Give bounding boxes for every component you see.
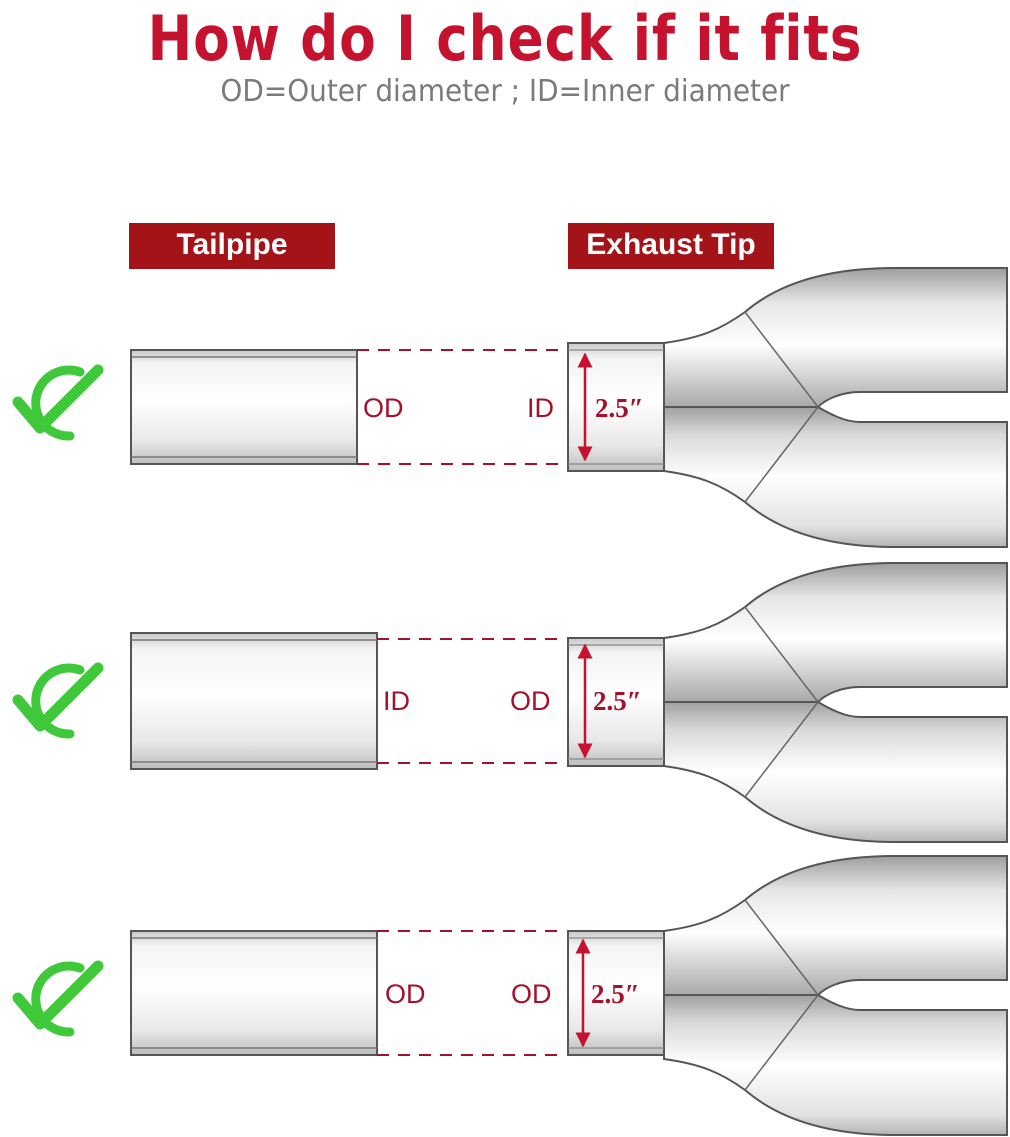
tailpipe-tag: Tailpipe	[129, 223, 335, 269]
check-icon	[12, 364, 104, 441]
diameter-measurement: 2.5″	[591, 979, 640, 1009]
tailpipe	[130, 349, 358, 465]
guide-lines	[377, 930, 566, 1056]
exhaust-tip	[567, 267, 1008, 548]
page-subtitle: OD=Outer diameter ; ID=Inner diameter	[220, 74, 790, 109]
row-1	[12, 267, 1008, 548]
tip-diameter-label: OD	[511, 979, 552, 1009]
tailpipe-diameter-label: OD	[363, 393, 404, 423]
guide-lines	[357, 349, 566, 465]
row-3	[12, 855, 1008, 1136]
check-icon	[12, 960, 104, 1037]
tailpipe-diameter-label: ID	[383, 686, 410, 716]
tip-diameter-label: OD	[510, 686, 551, 716]
exhaust-tip	[567, 562, 1008, 843]
tailpipe	[130, 632, 378, 770]
page-title: How do I check if it fits	[147, 2, 863, 75]
row-2	[12, 562, 1008, 843]
diameter-measurement: 2.5″	[595, 393, 644, 423]
tip-diameter-label: ID	[527, 393, 554, 423]
tailpipe	[130, 930, 378, 1056]
guide-lines	[377, 638, 566, 764]
exhaust-tip-tag: Exhaust Tip	[568, 223, 774, 269]
tailpipe-diameter-label: OD	[385, 979, 426, 1009]
diameter-measurement: 2.5″	[593, 686, 642, 716]
check-icon	[12, 662, 104, 739]
